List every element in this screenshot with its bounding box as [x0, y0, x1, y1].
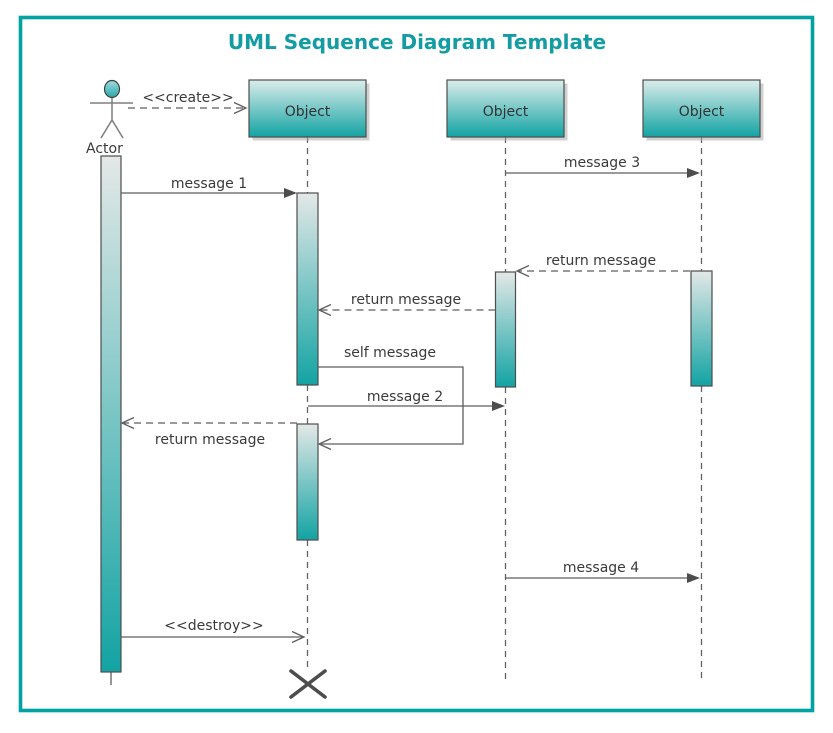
open-arrowhead-icon — [515, 264, 530, 278]
object-label: Object — [285, 104, 331, 120]
activation-bars — [100, 155, 713, 673]
actor-activation-bar — [100, 155, 122, 673]
return3-label: return message — [155, 432, 265, 448]
actor: Actor — [86, 79, 133, 157]
actor-label: Actor — [86, 141, 123, 157]
filled-arrowhead-icon — [284, 188, 297, 198]
open-arrowhead-icon — [317, 303, 332, 317]
message-destroy: <<destroy>> — [121, 618, 306, 644]
message-return-2: return message — [317, 292, 496, 317]
lifelines — [110, 137, 703, 685]
object-box — [248, 79, 367, 138]
object-box-2: Object — [446, 79, 568, 141]
message-create: <<create>> — [128, 90, 248, 115]
message1-label: message 1 — [171, 176, 247, 192]
open-arrowhead-icon — [233, 101, 248, 115]
open-arrowhead-icon — [317, 437, 332, 451]
diagram-title: UML Sequence Diagram Template — [228, 30, 606, 54]
message-1: message 1 — [121, 176, 297, 198]
filled-arrowhead-icon — [492, 401, 505, 411]
object-box-1: Object — [248, 79, 370, 141]
message3-label: message 3 — [564, 155, 640, 171]
object-label: Object — [679, 104, 725, 120]
object1-activation-bar-2 — [296, 423, 319, 541]
open-arrowhead-icon — [120, 416, 135, 430]
message-return-1: return message — [515, 253, 690, 278]
object1-activation-bar-1 — [296, 192, 319, 386]
self-message-label: self message — [344, 345, 436, 361]
object-box — [642, 79, 761, 138]
destroy-message-label: <<destroy>> — [164, 618, 264, 634]
return2-label: return message — [351, 292, 461, 308]
filled-arrowhead-icon — [687, 168, 700, 178]
message-return-3: return message — [120, 416, 297, 448]
actor-left-leg-line — [100, 119, 113, 139]
message-4: message 4 — [505, 560, 700, 583]
object-label: Object — [483, 104, 529, 120]
filled-arrowhead-icon — [687, 573, 700, 583]
message4-label: message 4 — [563, 560, 639, 576]
object2-activation-bar — [494, 271, 517, 388]
actor-head — [103, 79, 121, 99]
x-stroke — [289, 669, 327, 699]
object-box-3: Object — [642, 79, 764, 141]
object3-activation-bar — [690, 270, 713, 387]
create-message-label: <<create>> — [142, 90, 233, 106]
object-box — [446, 79, 565, 138]
actor-right-leg-line — [111, 119, 124, 139]
open-arrowhead-icon — [291, 630, 306, 644]
destruction-x-icon — [289, 669, 327, 699]
message2-label: message 2 — [367, 389, 443, 405]
return1-label: return message — [546, 253, 656, 269]
message-3: message 3 — [505, 155, 700, 178]
message-2: message 2 — [308, 389, 505, 411]
